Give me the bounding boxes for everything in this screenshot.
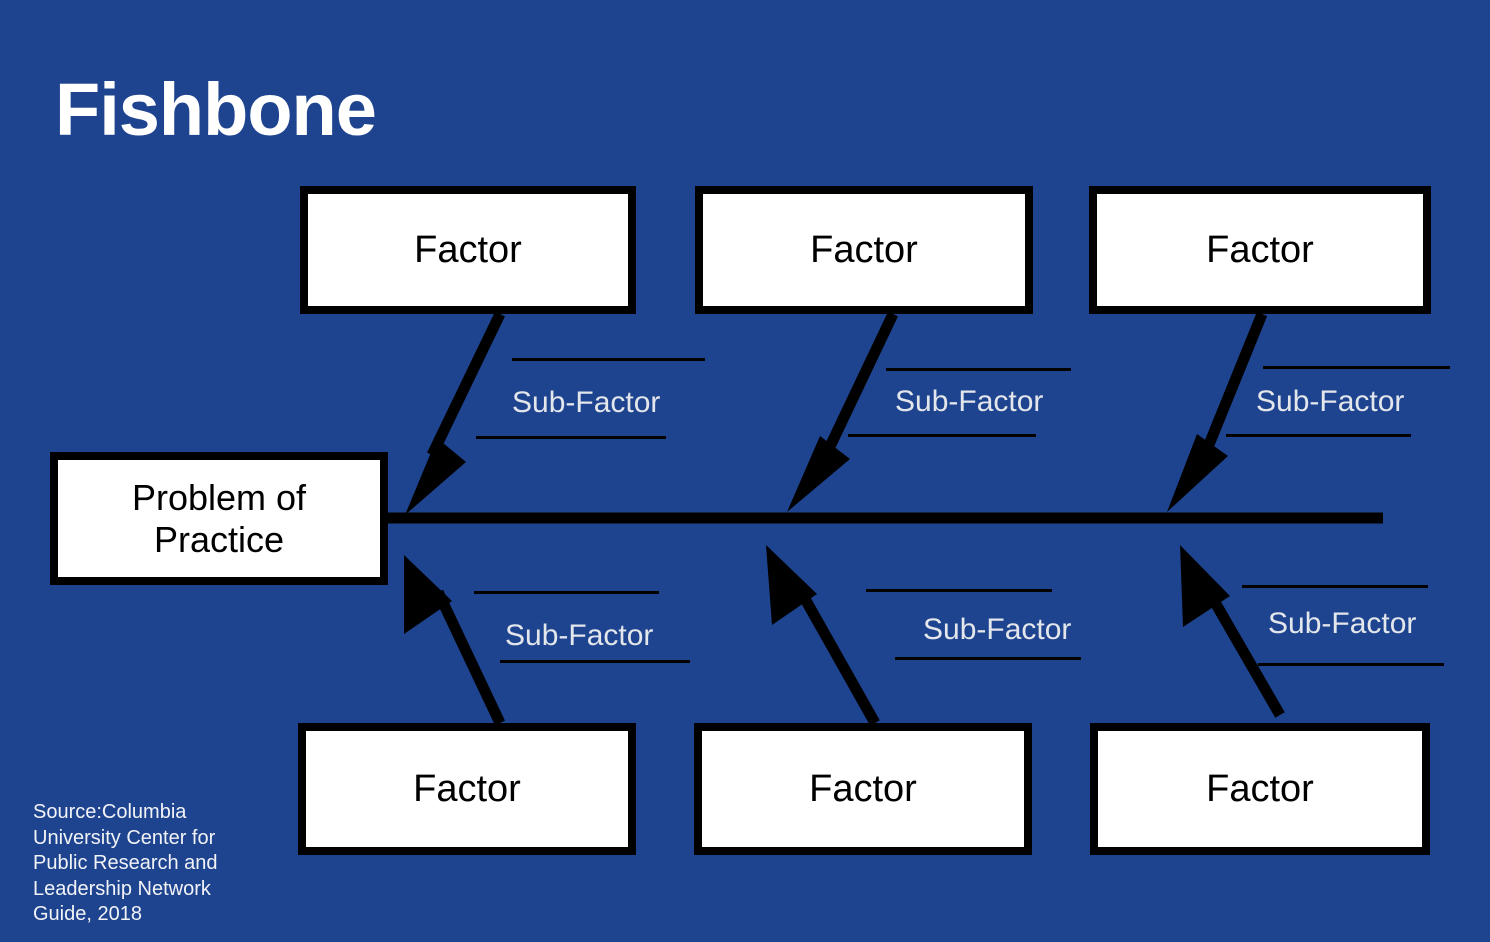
arrow-top-1 (405, 311, 505, 515)
factor-label: Factor (1206, 228, 1314, 271)
arrow-top-2 (787, 311, 898, 512)
factor-box-top-2[interactable]: Factor (695, 186, 1033, 314)
factor-box-bottom-1[interactable]: Factor (298, 723, 636, 855)
problem-label-line1: Problem of (131, 476, 307, 518)
factor-label: Factor (414, 228, 522, 271)
subfactor-rule-upper (1263, 366, 1450, 369)
page-title: Fishbone (55, 68, 377, 151)
problem-label-line2: Practice (153, 518, 285, 560)
subfactor-label: Sub-Factor (923, 613, 1072, 646)
subfactor-rule-lower (1258, 663, 1444, 666)
subfactor-label: Sub-Factor (1256, 385, 1405, 418)
factor-box-bottom-2[interactable]: Factor (694, 723, 1032, 855)
factor-label: Factor (1206, 767, 1314, 810)
arrow-bottom-3 (1180, 545, 1285, 718)
subfactor-rule-lower (500, 660, 690, 663)
problem-of-practice-box[interactable]: Problem of Practice (50, 452, 388, 585)
subfactor-label: Sub-Factor (512, 386, 661, 419)
subfactor-rule-upper (866, 589, 1052, 592)
arrow-bottom-1 (404, 555, 505, 726)
subfactor-rule-upper (1242, 585, 1428, 588)
arrow-bottom-2 (766, 545, 880, 726)
subfactor-rule-lower (476, 436, 666, 439)
source-attribution: Source:Columbia University Center for Pu… (33, 801, 218, 926)
subfactor-label: Sub-Factor (895, 385, 1044, 418)
factor-box-bottom-3[interactable]: Factor (1090, 723, 1430, 855)
subfactor-rule-lower (895, 657, 1081, 660)
subfactor-rule-upper (512, 358, 705, 361)
subfactor-rule-lower (848, 434, 1036, 437)
arrow-top-3 (1167, 311, 1268, 512)
factor-label: Factor (809, 767, 917, 810)
subfactor-label: Sub-Factor (1268, 607, 1417, 640)
factor-box-top-3[interactable]: Factor (1089, 186, 1431, 314)
factor-label: Factor (810, 228, 918, 271)
factor-box-top-1[interactable]: Factor (300, 186, 636, 314)
factor-label: Factor (413, 767, 521, 810)
subfactor-rule-upper (886, 368, 1071, 371)
subfactor-rule-lower (1226, 434, 1411, 437)
subfactor-label: Sub-Factor (505, 619, 654, 652)
subfactor-rule-upper (474, 591, 659, 594)
